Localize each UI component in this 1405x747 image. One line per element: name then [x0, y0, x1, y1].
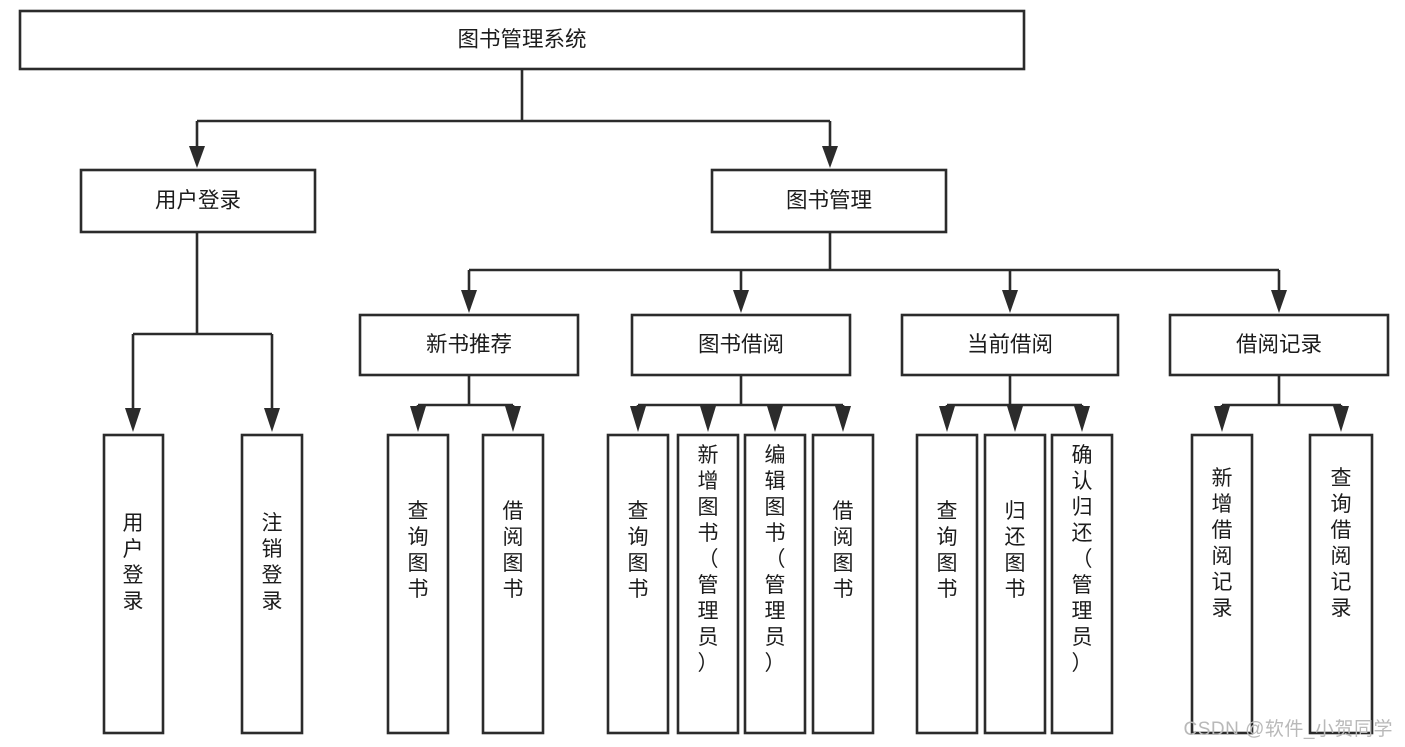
leaf-node-logout-box[interactable] [240, 433, 304, 735]
leaf-node-return-book[interactable]: 归还图书 [983, 433, 1047, 735]
node-current-borrow-label: 当前借阅 [967, 333, 1053, 357]
leaf-node-user-login-box[interactable] [102, 433, 165, 735]
leaf-node-borrow-book-1[interactable]: 借阅图书 [481, 433, 545, 735]
leaf-node-edit-book-box[interactable] [743, 433, 807, 735]
leaf-node-query-book-1[interactable]: 查询图书 [386, 433, 450, 735]
leaf-node-borrow-book-1-box[interactable] [481, 433, 545, 735]
leaf-node-query-record-box[interactable] [1308, 433, 1374, 735]
leaf-node-borrow-book-2-box[interactable] [811, 433, 875, 735]
node-new-book-rec[interactable]: 新书推荐 [358, 313, 580, 377]
leaf-node-add-record[interactable]: 新增借阅记录 [1190, 433, 1254, 735]
leaf-node-borrow-book-2[interactable]: 借阅图书 [811, 433, 875, 735]
node-root-box[interactable] [18, 9, 1026, 71]
leaf-node-query-record[interactable]: 查询借阅记录 [1308, 433, 1374, 735]
arrow-br-to-leaf1 [1214, 406, 1230, 432]
node-current-borrow-box[interactable] [900, 313, 1120, 377]
leaf-node-return-book-box[interactable] [983, 433, 1047, 735]
leaf-node-add-record-box[interactable] [1190, 433, 1254, 735]
leaf-node-query-book-3[interactable]: 查询图书 [915, 433, 979, 735]
node-user-login-label: 用户登录 [155, 189, 241, 213]
leaf-node-return-book-label: 归还图书 [1005, 500, 1026, 601]
arrow-bm-to-current-borrow [1002, 290, 1018, 313]
node-new-book-rec-box[interactable] [358, 313, 580, 377]
node-current-borrow[interactable]: 当前借阅 [900, 313, 1120, 377]
node-user-login-box[interactable] [79, 168, 317, 234]
leaf-node-confirm-return-box[interactable] [1050, 433, 1114, 735]
leaf-node-query-book-3-label: 查询图书 [937, 500, 958, 601]
leaf-node-logout[interactable]: 注销登录 [240, 433, 304, 735]
leaf-node-query-book-3-box[interactable] [915, 433, 979, 735]
arrow-ul-to-leaf1 [125, 408, 141, 432]
node-user-login[interactable]: 用户登录 [79, 168, 317, 234]
leaf-node-add-book[interactable]: 新增图书（管理员） [676, 433, 740, 735]
node-book-manage-label: 图书管理 [786, 189, 872, 213]
node-book-borrow[interactable]: 图书借阅 [630, 313, 852, 377]
node-book-borrow-box[interactable] [630, 313, 852, 377]
node-book-manage[interactable]: 图书管理 [710, 168, 948, 234]
arrow-bb-to-leaf4 [835, 406, 851, 432]
node-new-book-rec-label: 新书推荐 [426, 333, 512, 357]
leaf-node-query-record-label: 查询借阅记录 [1331, 467, 1352, 620]
node-borrow-record-box[interactable] [1168, 313, 1390, 377]
connectors [125, 69, 1349, 432]
node-book-borrow-label: 图书借阅 [698, 333, 784, 357]
arrow-bm-to-new-book-rec [461, 290, 477, 313]
arrow-cb-to-leaf3 [1074, 406, 1090, 432]
arrow-nbr-to-leaf2 [505, 406, 521, 432]
arrow-bb-to-leaf2 [700, 406, 716, 432]
arrow-ul-to-leaf2 [264, 408, 280, 432]
leaf-node-query-book-2-box[interactable] [606, 433, 670, 735]
arrow-root-to-book-manage [822, 146, 838, 168]
node-borrow-record-label: 借阅记录 [1236, 333, 1322, 357]
arrow-bm-to-book-borrow [733, 290, 749, 313]
leaf-node-add-book-label: 新增图书（管理员） [698, 444, 719, 675]
leaf-node-add-book-box[interactable] [676, 433, 740, 735]
leaf-node-edit-book-label: 编辑图书（管理员） [765, 444, 786, 675]
arrow-br-to-leaf2 [1333, 406, 1349, 432]
leaf-node-borrow-book-1-label: 借阅图书 [503, 500, 524, 601]
leaf-node-user-login[interactable]: 用户登录 [102, 433, 165, 735]
node-borrow-record[interactable]: 借阅记录 [1168, 313, 1390, 377]
node-root[interactable]: 图书管理系统 [18, 9, 1026, 71]
leaf-node-confirm-return[interactable]: 确认归还（管理员） [1050, 433, 1114, 735]
node-book-manage-box[interactable] [710, 168, 948, 234]
arrow-bb-to-leaf3 [767, 406, 783, 432]
arrow-nbr-to-leaf1 [410, 406, 426, 432]
leaf-node-logout-label: 注销登录 [262, 512, 283, 613]
csdn-watermark: CSDN @软件_小贺同学 [1183, 719, 1393, 740]
leaf-node-user-login-label: 用户登录 [123, 512, 144, 613]
arrow-bm-to-borrow-record [1271, 290, 1287, 313]
leaf-node-edit-book[interactable]: 编辑图书（管理员） [743, 433, 807, 735]
arrow-root-to-user-login [189, 146, 205, 168]
node-root-label: 图书管理系统 [457, 28, 586, 52]
arrow-cb-to-leaf1 [939, 406, 955, 432]
leaf-node-confirm-return-label: 确认归还（管理员） [1072, 444, 1093, 675]
leaf-node-query-book-2-label: 查询图书 [628, 500, 649, 601]
leaf-node-query-book-1-box[interactable] [386, 433, 450, 735]
leaf-node-borrow-book-2-label: 借阅图书 [833, 500, 854, 601]
leaf-node-query-book-2[interactable]: 查询图书 [606, 433, 670, 735]
leaf-nodes: 用户登录 注销登录 查询图书 借阅图书 查询图书 新增图书（管理员） [102, 433, 1374, 735]
leaf-node-add-record-label: 新增借阅记录 [1212, 467, 1233, 620]
arrow-bb-to-leaf1 [630, 406, 646, 432]
leaf-node-query-book-1-label: 查询图书 [408, 500, 429, 601]
arrow-cb-to-leaf2 [1007, 406, 1023, 432]
